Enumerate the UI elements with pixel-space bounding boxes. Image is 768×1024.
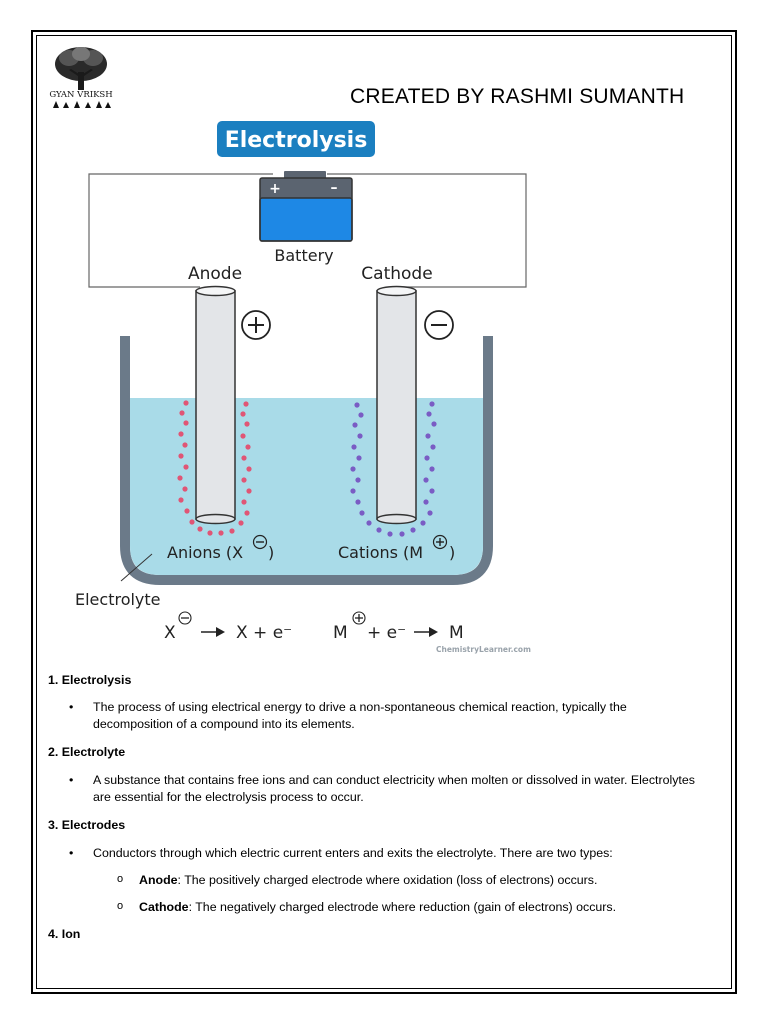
cathode-electrode [376, 285, 417, 525]
diagram-title: Electrolysis [225, 128, 368, 153]
anion-charge-icon [252, 534, 268, 550]
source-watermark: ChemistryLearner.com [436, 645, 531, 654]
anions-paren: ) [268, 543, 274, 562]
section-text-electrolysis: The process of using electrical energy t… [48, 699, 708, 733]
cations-label: Cations (M [338, 543, 423, 562]
equation-cation-charge-icon [352, 611, 366, 625]
equation-cation-m: M [333, 623, 348, 643]
equation-anion-x: X [164, 623, 176, 643]
electrolyte-label: Electrolyte [75, 590, 161, 609]
electrolyte-container [120, 336, 493, 585]
equation-anion-charge-icon [178, 611, 192, 625]
section-heading-ion: 4. Ion [48, 927, 81, 941]
section-heading-electrolysis: 1. Electrolysis [48, 673, 132, 687]
anode-label: Anode [188, 264, 242, 284]
anions-label: Anions (X [167, 543, 243, 562]
section-text-electrodes: Conductors through which electric curren… [48, 845, 708, 862]
anion-particles [177, 400, 252, 536]
page-border-outer [31, 30, 737, 994]
equation-cation-plus: + e⁻ [367, 623, 406, 643]
cations-paren: ) [449, 543, 455, 562]
battery-minus: – [331, 180, 338, 196]
electrolysis-diagram: Electrolysis + – Battery Anode Cathode [75, 121, 531, 654]
cation-particles [350, 401, 437, 537]
subitem-cathode-term: Cathode [139, 900, 189, 914]
electrolyte-pointer [120, 553, 153, 582]
section-heading-electrodes: 3. Electrodes [48, 818, 126, 832]
section-heading-electrolyte: 2. Electrolyte [48, 745, 126, 759]
subitem-cathode: Cathode: The negatively charged electrod… [48, 898, 708, 916]
cathode-label: Cathode [361, 264, 432, 284]
logo-text: GYAN VRIKSH [49, 90, 112, 100]
definitions-list: 1. Electrolysis The process of using ele… [48, 672, 708, 943]
diagram-title-badge [217, 121, 375, 157]
gyan-vriksh-logo: GYAN VRIKSH [47, 42, 115, 110]
battery-icon: + – [259, 170, 353, 242]
equation-arrow-right-icon [414, 627, 438, 637]
equation-cation-result: M [449, 623, 464, 643]
battery-plus: + [269, 181, 281, 197]
equation-arrow-left-icon [201, 627, 225, 637]
battery-label: Battery [274, 246, 333, 265]
positive-terminal-icon [241, 310, 271, 340]
anode-electrode [195, 285, 236, 525]
page-border-inner [36, 35, 732, 989]
subitem-anode-term: Anode [139, 873, 178, 887]
section-text-electrolyte: A substance that contains free ions and … [48, 772, 708, 806]
subitem-anode-text: : The positively charged electrode where… [177, 873, 598, 887]
subitem-cathode-text: : The negatively charged electrode where… [188, 900, 617, 914]
negative-terminal-icon [424, 310, 454, 340]
author-credit: CREATED BY RASHMI SUMANTH [350, 85, 685, 108]
subitem-anode: Anode: The positively charged electrode … [48, 871, 708, 889]
cation-charge-icon [432, 534, 448, 550]
equation-anion-result: X + e⁻ [236, 623, 292, 643]
